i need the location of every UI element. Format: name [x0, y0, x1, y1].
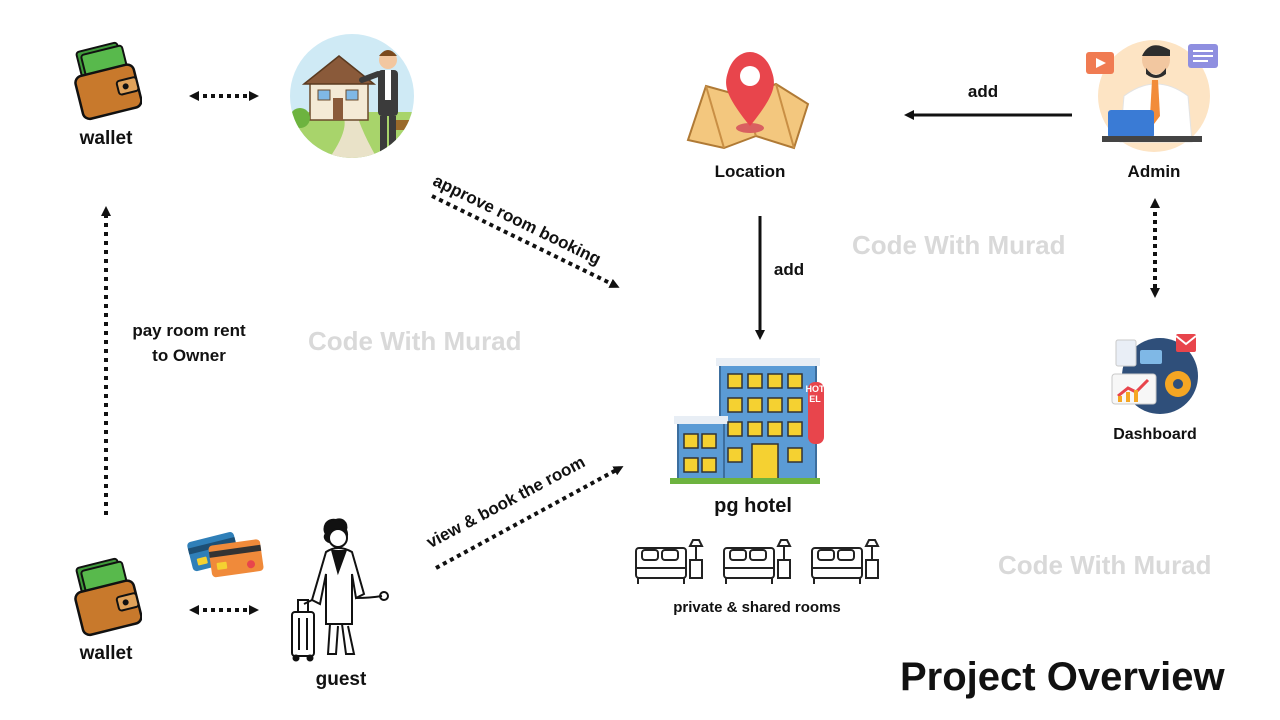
beds-icon — [635, 539, 880, 584]
approve-arrow — [431, 194, 620, 288]
admin-label: Admin — [1127, 162, 1181, 181]
pay-rent-label: pay room rent to Owner — [132, 321, 246, 365]
watermark: Code With Murad — [308, 326, 522, 356]
view-book-arrow — [435, 466, 624, 570]
guest-person-icon — [291, 518, 389, 662]
credit-cards-icon — [187, 532, 264, 578]
dashboard-label: Dashboard — [1113, 426, 1197, 443]
location-label: Location — [714, 162, 786, 181]
watermark: Code With Murad — [998, 550, 1212, 580]
hotel-sign: HOTEL — [805, 384, 825, 404]
owner-house-icon — [290, 34, 414, 158]
watermark: Code With Murad — [852, 230, 1066, 260]
rooms-label: private & shared rooms — [673, 599, 841, 616]
page-title: Project Overview — [900, 655, 1225, 699]
hotel-building-icon — [670, 358, 824, 484]
admin-person-icon — [1086, 40, 1218, 152]
pg-hotel-label: pg hotel — [714, 495, 792, 517]
wallet-icon — [74, 41, 142, 121]
wallet-top-label: wallet — [79, 128, 133, 149]
admin-add-label: add — [967, 82, 999, 101]
location-add-label: add — [773, 260, 805, 279]
guest-label: guest — [315, 669, 367, 690]
wallet-bottom-label: wallet — [79, 643, 133, 664]
location-pin-icon — [686, 52, 810, 150]
wallet-icon — [74, 557, 142, 637]
dashboard-icon — [1111, 334, 1198, 414]
